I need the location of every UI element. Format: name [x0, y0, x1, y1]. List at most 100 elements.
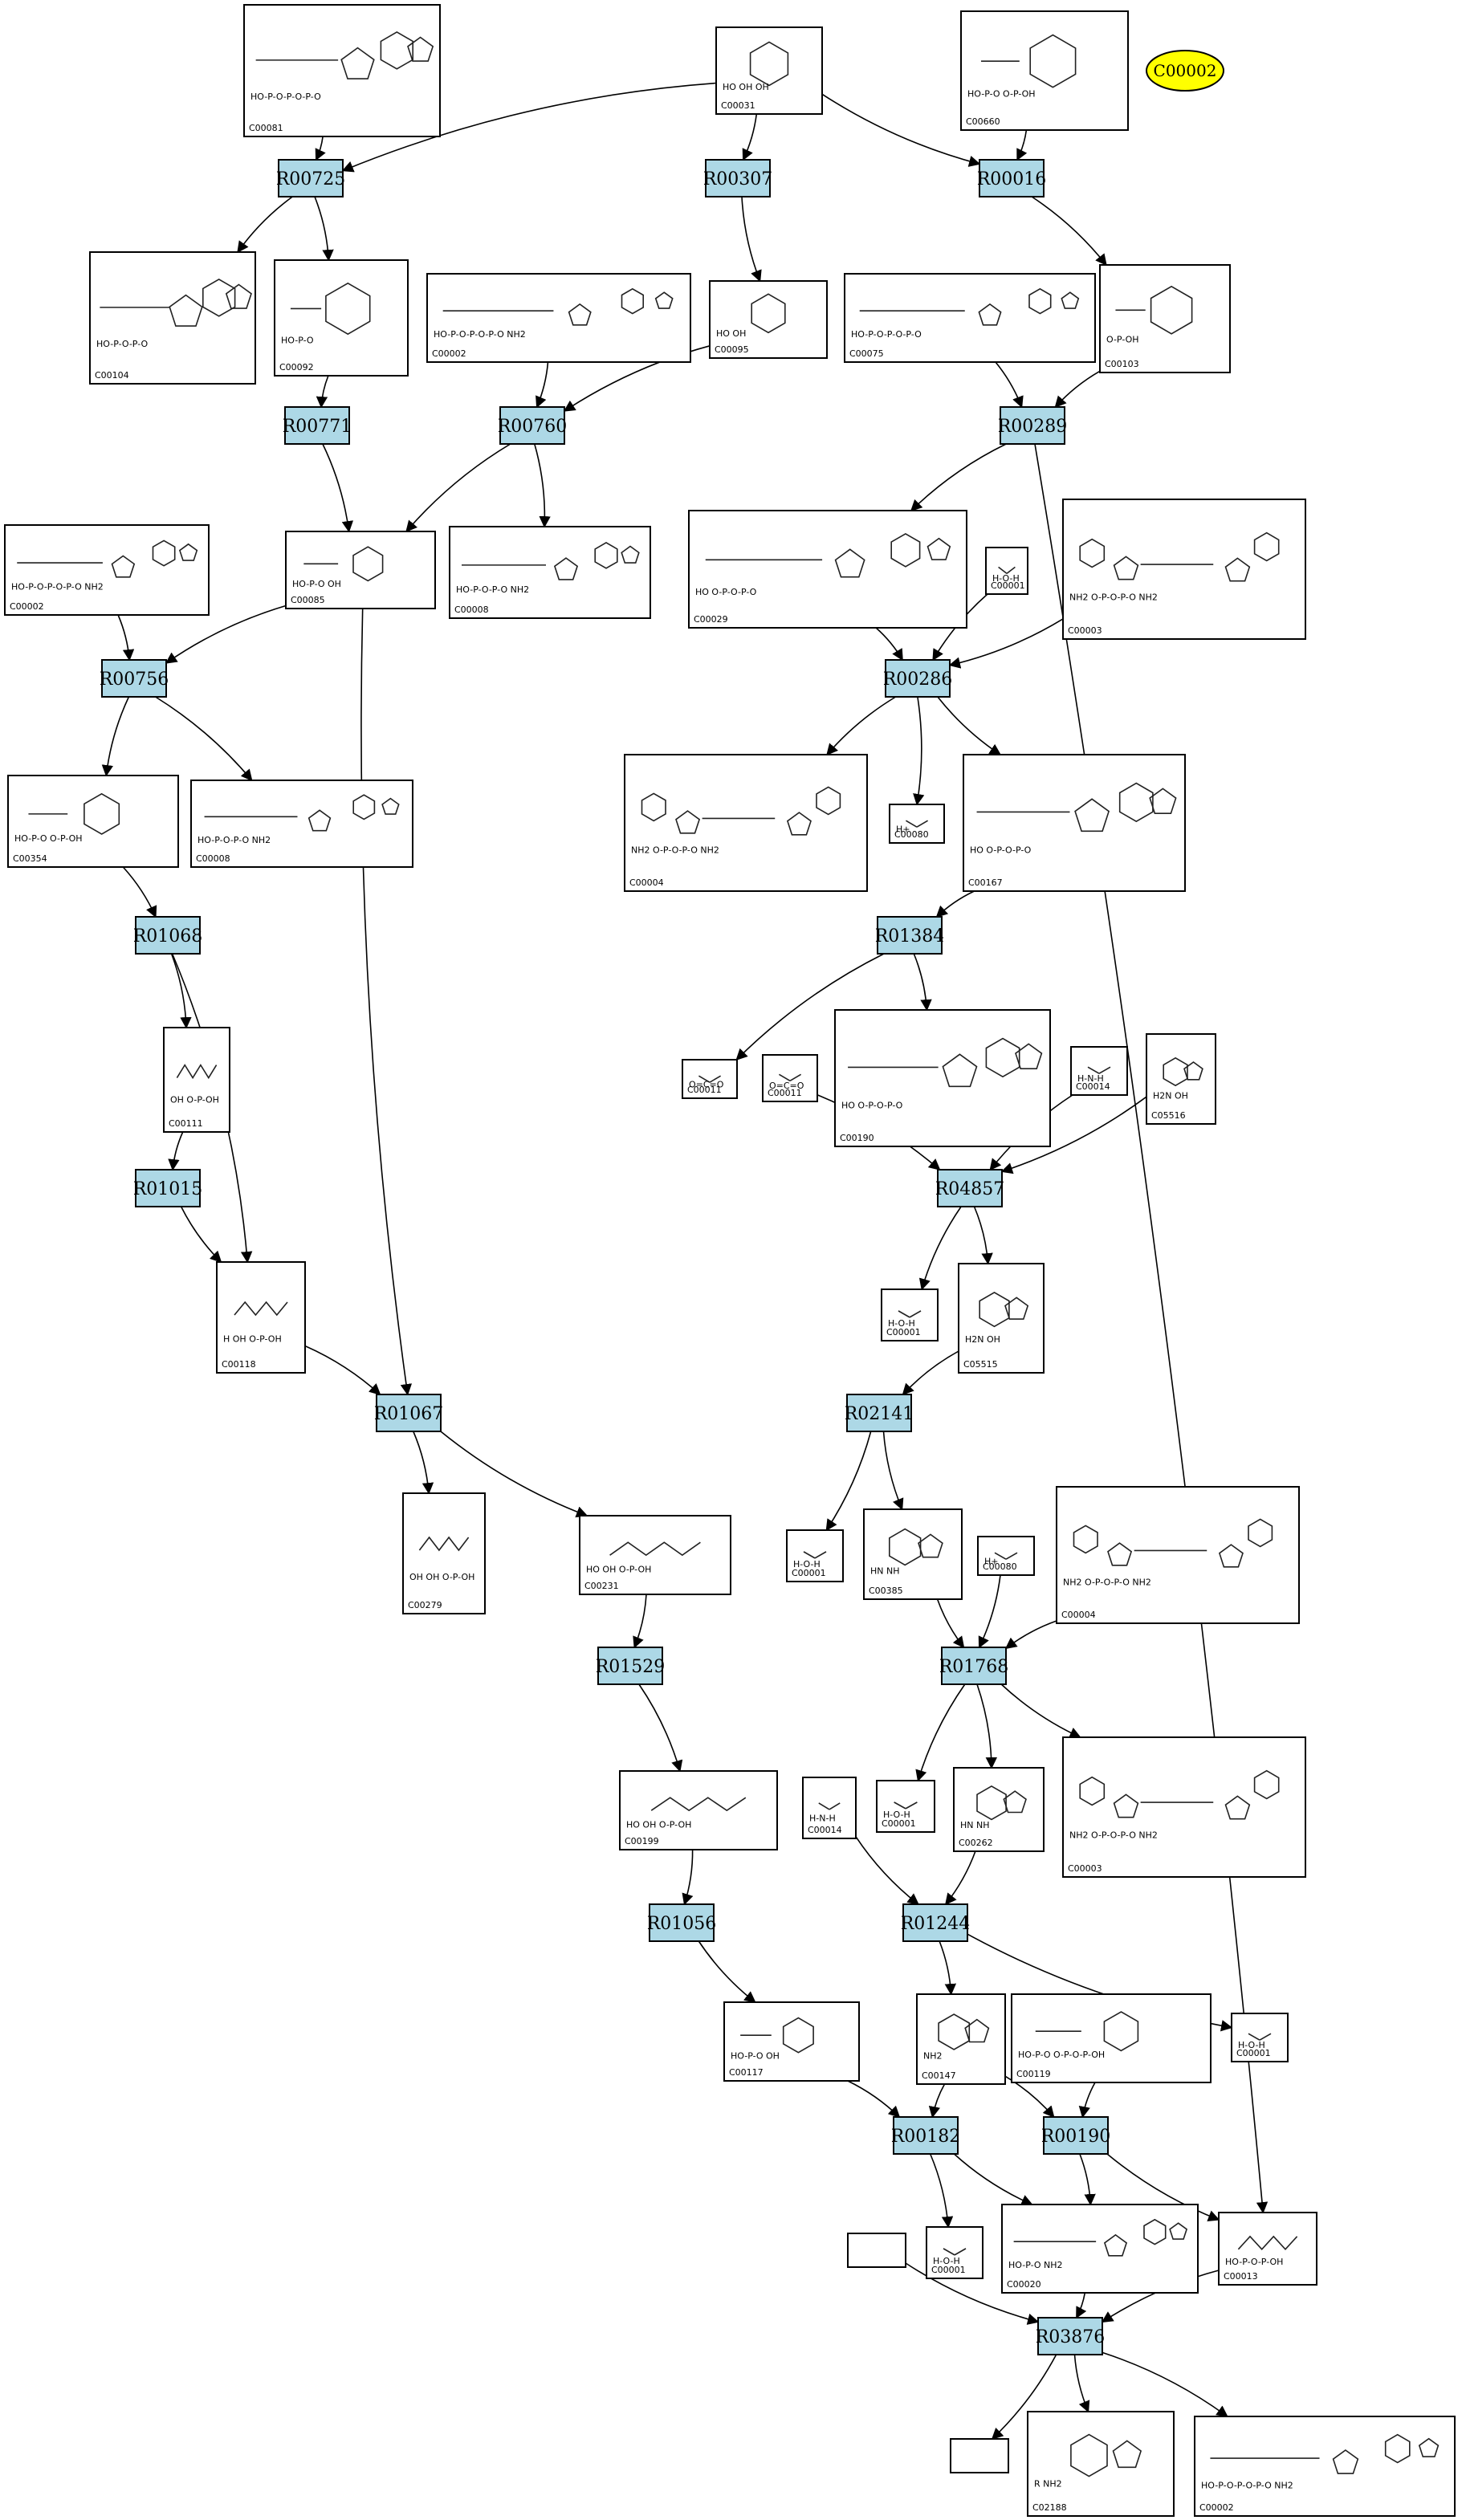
pentagon-ring	[1149, 788, 1177, 814]
hexagon-ring	[890, 532, 921, 568]
reaction-node[interactable]: R01068	[133, 916, 203, 955]
reaction-node[interactable]: R01056	[647, 1903, 717, 1942]
reaction-node[interactable]: R02141	[845, 1394, 914, 1432]
reaction-node[interactable]: R00771	[283, 406, 352, 445]
reaction-node[interactable]: R01067	[374, 1394, 444, 1432]
legend-ellipse-node[interactable]: C00002	[1146, 50, 1224, 92]
reaction-node[interactable]: R00760	[498, 406, 568, 445]
reaction-node[interactable]: R00725	[276, 159, 346, 197]
bond	[778, 1073, 791, 1082]
reaction-node[interactable]: R01244	[901, 1903, 971, 1942]
reaction-node[interactable]: R00182	[891, 2116, 961, 2155]
pentagon-ring	[1015, 1043, 1043, 1069]
reaction-node[interactable]: R00307	[703, 159, 773, 197]
compound-node[interactable]	[950, 2438, 1009, 2473]
reaction-node[interactable]: R00286	[883, 659, 953, 698]
reaction-node[interactable]: R01768	[939, 1647, 1009, 1685]
edge-R02141-c32	[825, 1431, 872, 1532]
compound-id-label: C00011	[768, 1088, 802, 1098]
edge-c20-R01384	[935, 890, 975, 918]
reaction-box	[877, 916, 943, 955]
reaction-node[interactable]: R00016	[977, 159, 1047, 197]
edge-c8-R00289	[995, 361, 1024, 409]
compound-id-label: C00262	[959, 1838, 993, 1848]
reaction-node[interactable]: R01384	[875, 916, 945, 955]
compound-box	[1027, 2411, 1175, 2517]
pentagon-ring	[786, 812, 812, 836]
reaction-node[interactable]: R00756	[100, 659, 169, 698]
carbon-chain	[234, 1301, 288, 1317]
reaction-node[interactable]: R00289	[998, 406, 1068, 445]
edge-c39-R01244	[945, 1850, 976, 1906]
reaction-box	[376, 1394, 442, 1432]
compound-box	[1011, 1993, 1212, 2083]
compound-box	[619, 1770, 778, 1850]
edge-R00756-c16	[101, 696, 130, 777]
compound-node[interactable]: H+C00080	[977, 1536, 1035, 1576]
compound-id-label: C00031	[721, 100, 755, 111]
compound-id-label: C00118	[222, 1359, 256, 1370]
compound-node[interactable]: H+C00080	[889, 804, 945, 844]
edge-R01768-c38	[915, 1683, 966, 1782]
compound-id-label: C00002	[432, 348, 466, 359]
pentagon-ring	[1332, 2449, 1359, 2474]
reaction-node[interactable]: R04857	[935, 1169, 1005, 1207]
reaction-node[interactable]: R01015	[133, 1169, 203, 1207]
bond	[829, 1802, 841, 1810]
compound-id-label: C00103	[1105, 359, 1139, 369]
reaction-node[interactable]: R00190	[1041, 2116, 1111, 2155]
reaction-node[interactable]: R03876	[1036, 2317, 1106, 2355]
reaction-node[interactable]: R01529	[596, 1647, 666, 1685]
compound-node[interactable]	[847, 2233, 906, 2268]
legend-ellipse-label: C00002	[1154, 61, 1217, 80]
edge-R01056-c41	[698, 1940, 756, 2003]
